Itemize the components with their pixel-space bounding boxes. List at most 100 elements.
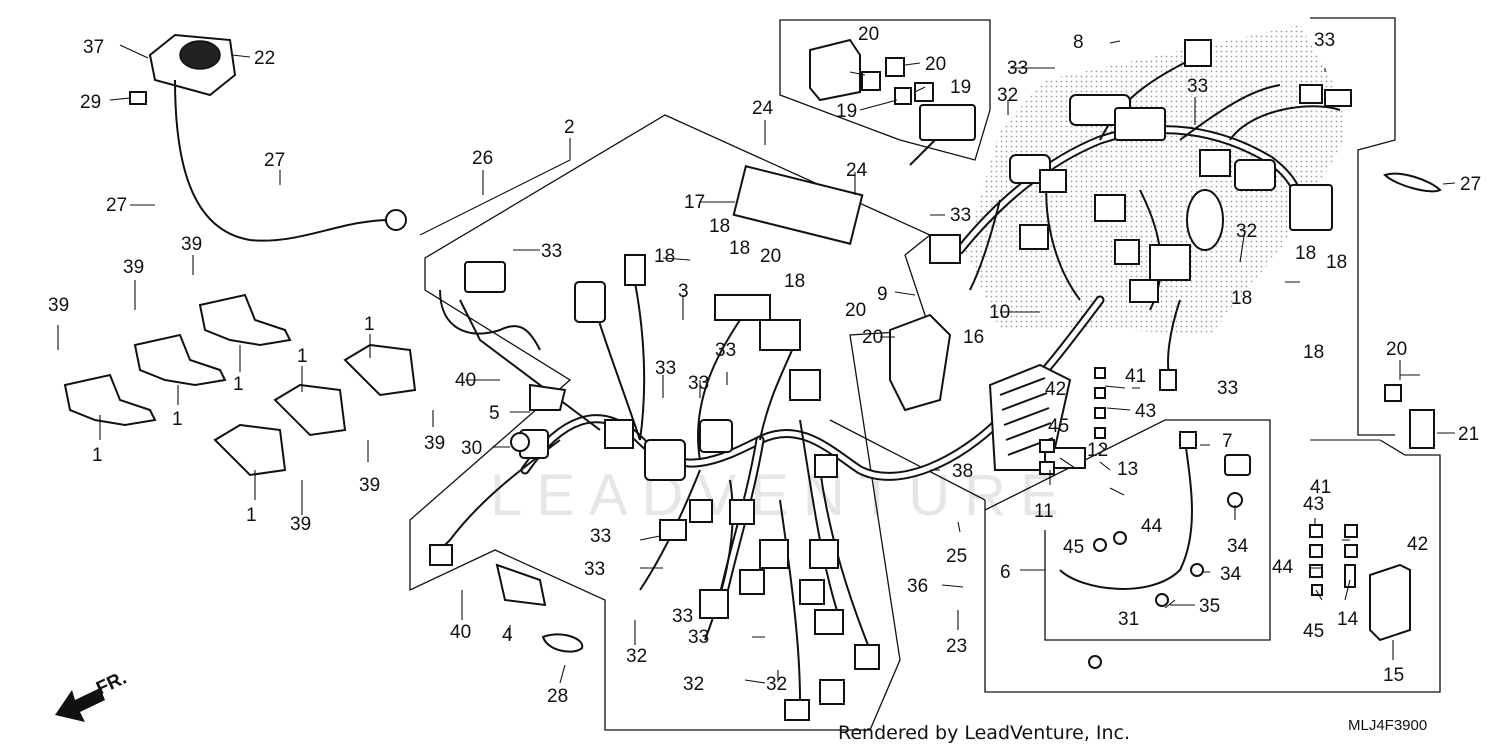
callout: 19: [836, 101, 857, 122]
callout: 33: [688, 373, 709, 394]
callout: 11: [1034, 501, 1054, 522]
callout: 41: [1310, 477, 1331, 498]
callout: 43: [1135, 401, 1156, 422]
callout: 33: [688, 627, 709, 648]
callout: 24: [752, 98, 774, 119]
callout: 39: [424, 433, 445, 454]
frame-relay-box: [779, 19, 991, 161]
callout: 33: [590, 526, 611, 547]
diagram-code: MLJ4F3900: [1348, 717, 1427, 734]
callout: 43: [1303, 494, 1324, 515]
callout: 33: [672, 606, 693, 627]
subharness-shading: [965, 25, 1345, 335]
callout: 8: [1073, 32, 1084, 53]
callout: 1: [92, 445, 103, 466]
callout: 33: [715, 340, 736, 361]
callout: 33: [655, 358, 676, 379]
callout: 33: [1007, 58, 1028, 79]
callout: 3: [678, 281, 689, 302]
frame-fuse-area: [829, 419, 986, 501]
callout: 18: [1303, 342, 1324, 363]
callout: 27: [1460, 174, 1481, 195]
callout: 44: [1141, 516, 1163, 537]
callout: 45: [1303, 621, 1324, 642]
callout: 32: [683, 674, 704, 695]
callout: 6: [1000, 562, 1011, 583]
relay-box-group: [809, 38, 976, 166]
watermark: LEADVENTURE: [490, 463, 1073, 528]
callout: 28: [547, 686, 568, 707]
callout: 12: [1087, 440, 1108, 461]
group-frames: [409, 17, 1441, 731]
callout: 30: [461, 438, 482, 459]
callout: 17: [684, 192, 705, 213]
callout: 39: [123, 257, 144, 278]
sensor-assembly: [129, 33, 407, 242]
callout: 32: [766, 674, 787, 695]
misc-parts: [495, 165, 1442, 669]
callout: 18: [1231, 288, 1252, 309]
frame-subharness: [1310, 17, 1396, 436]
callout: 40: [450, 622, 471, 643]
callout: 1: [364, 314, 375, 335]
callout: 33: [541, 241, 562, 262]
callout: 4: [502, 625, 513, 646]
leader-lines: [57, 40, 1456, 684]
callout: 18: [654, 246, 675, 267]
callout: 22: [254, 48, 275, 69]
callout: 33: [1314, 30, 1335, 51]
sub-wire-harness: [929, 39, 1352, 391]
callout: 1: [233, 374, 244, 395]
callout: 27: [264, 150, 285, 171]
callout: 20: [925, 54, 946, 75]
callout: 20: [858, 24, 879, 45]
callout: 7: [1222, 431, 1233, 452]
callout: 37: [83, 37, 104, 58]
callout: 1: [172, 409, 183, 430]
callout: 33: [584, 559, 605, 580]
callout: 29: [80, 92, 101, 113]
callout: 15: [1383, 665, 1404, 686]
callout: 18: [729, 238, 750, 259]
front-arrow-icon: FR.: [55, 668, 130, 722]
callout: 33: [950, 205, 971, 226]
callout: 32: [1236, 221, 1257, 242]
callout: 18: [1326, 252, 1347, 273]
callout: 36: [907, 576, 928, 597]
callout: 44: [1272, 557, 1294, 578]
callout: 33: [1217, 378, 1238, 399]
callout: 42: [1407, 534, 1428, 555]
callout: 21: [1458, 424, 1479, 445]
callout: 40: [455, 370, 476, 391]
callout: 35: [1199, 596, 1220, 617]
callout: 41: [1125, 366, 1146, 387]
callout: 16: [963, 327, 984, 348]
callout: 39: [48, 295, 69, 316]
callout: 10: [989, 302, 1010, 323]
callout: 18: [1295, 243, 1316, 264]
ignition-coils: [63, 293, 417, 477]
callout: 9: [877, 284, 888, 305]
callout: 13: [1117, 459, 1138, 480]
callout: 45: [1063, 537, 1084, 558]
callout: 39: [181, 234, 202, 255]
callout: 32: [997, 85, 1018, 106]
callout: 14: [1337, 609, 1359, 630]
callout: 19: [950, 77, 971, 98]
callout: 26: [472, 148, 493, 169]
callout: 34: [1220, 564, 1242, 585]
callout: 20: [845, 300, 866, 321]
callout: 18: [784, 271, 805, 292]
callout: 20: [862, 327, 883, 348]
footer-credit: Rendered by LeadVenture, Inc.: [838, 722, 1130, 744]
callout: 32: [626, 646, 647, 667]
callout: 20: [760, 246, 781, 267]
frame-battery-outer: [984, 439, 1441, 693]
frame-main-harness: [409, 114, 932, 731]
callout: 25: [946, 546, 967, 567]
callout: 38: [952, 461, 973, 482]
callout: 45: [1048, 416, 1069, 437]
callout: 39: [290, 514, 311, 535]
callout: 18: [709, 216, 730, 237]
